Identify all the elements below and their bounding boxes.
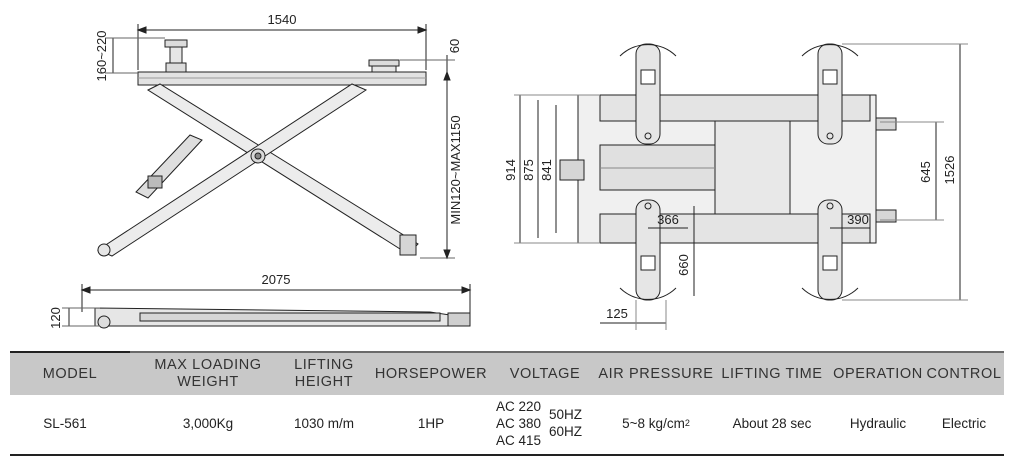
cell-voltage: AC 220 AC 380 AC 415 50HZ 60HZ	[476, 393, 602, 453]
frequency-60hz: 60HZ	[549, 424, 583, 439]
cell-lifting-time: About 28 sec	[732, 415, 812, 431]
air-pressure-value: 5~8 kg/cm	[622, 415, 685, 431]
top-arm-rear-right	[801, 199, 859, 301]
cell-lifting-height: 1030 m/m	[293, 415, 355, 431]
spec-table: MODEL MAX LOADING WEIGHT LIFTING HEIGHT …	[10, 351, 1004, 456]
header-voltage: VOLTAGE	[509, 365, 581, 382]
top-arm-front-left	[619, 43, 677, 145]
cell-operation: Hydraulic	[849, 415, 907, 431]
spec-table-row: SL-561 3,000Kg 1030 m/m 1HP AC 220 AC 38…	[10, 393, 1004, 453]
side-scissor-arm-a	[146, 83, 419, 255]
voltage-380: AC 380	[495, 415, 541, 431]
dim-875: 875	[521, 159, 536, 181]
dim-1526: 1526	[942, 156, 957, 185]
dim-1540: 1540	[268, 12, 297, 27]
header-operation: OPERATION	[833, 365, 923, 382]
top-arm-front-right	[619, 199, 677, 301]
dim-160-220: 160~220	[94, 31, 109, 82]
spec-table-header: MODEL MAX LOADING WEIGHT LIFTING HEIGHT …	[10, 351, 1004, 395]
dim-120: 120	[48, 307, 63, 329]
header-air-pressure: AIR PRESSURE	[598, 365, 714, 382]
dim-125: 125	[606, 306, 628, 321]
frequency-50hz: 50HZ	[549, 407, 583, 422]
table-bottom-rule	[10, 454, 1004, 456]
top-view-lift: 914 875 841 366 390 660 125 645 1526	[503, 43, 968, 330]
header-horsepower: HORSEPOWER	[374, 365, 488, 382]
cell-horsepower: 1HP	[417, 415, 445, 431]
voltage-220: AC 220	[495, 398, 541, 414]
frequency-list: 50HZ 60HZ	[549, 406, 582, 440]
header-control: CONTROL	[926, 365, 1002, 382]
air-pressure-superscript: 2	[684, 418, 690, 428]
side-scissor-arm-b	[96, 83, 368, 257]
header-lifting-time: LIFTING TIME	[721, 365, 823, 382]
cell-control: Electric	[941, 415, 987, 431]
voltage-415: AC 415	[495, 432, 541, 448]
side-pad-right	[368, 59, 400, 73]
dim-366: 366	[657, 212, 679, 227]
low-view-lift: 2075 120	[48, 272, 472, 329]
cell-max-loading-weight: 3,000Kg	[182, 415, 234, 431]
technical-drawing: 1540 160~220 60 MIN120~MAX1150 2075	[48, 12, 968, 330]
voltage-list: AC 220 AC 380 AC 415	[496, 398, 541, 449]
side-view-lift: 1540 160~220 60 MIN120~MAX1150	[94, 12, 463, 260]
dim-lift-height: MIN120~MAX1150	[448, 115, 463, 224]
header-model: MODEL	[42, 365, 98, 382]
header-max-loading-weight: MAX LOADING WEIGHT	[154, 357, 262, 390]
dim-60: 60	[447, 39, 462, 53]
cell-model: SL-561	[43, 415, 87, 431]
top-arm-rear-left	[801, 43, 859, 145]
dim-841: 841	[539, 159, 554, 181]
dim-914: 914	[503, 159, 518, 181]
side-pad-left	[164, 39, 188, 73]
dim-2075: 2075	[262, 272, 291, 287]
dim-390: 390	[847, 212, 869, 227]
header-lifting-height: LIFTING HEIGHT	[294, 357, 354, 390]
dim-645: 645	[918, 161, 933, 183]
dim-660: 660	[676, 254, 691, 276]
